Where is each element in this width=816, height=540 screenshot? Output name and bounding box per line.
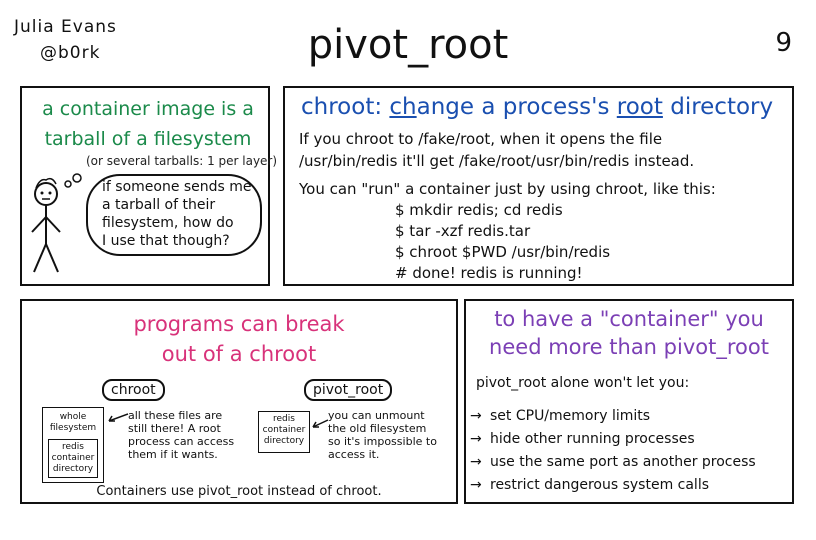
panel3-title: programs can break out of a chroot bbox=[22, 309, 456, 369]
bubble-line: if someone sends me bbox=[102, 179, 252, 195]
bubble-line: filesystem, how do bbox=[102, 215, 234, 231]
arrow-left-icon bbox=[108, 413, 129, 422]
note-line: them if it wants. bbox=[128, 448, 218, 461]
note-line: process can access bbox=[128, 435, 235, 448]
panel1-title-line1: a container image is a bbox=[42, 98, 254, 120]
note-line: access it. bbox=[328, 448, 380, 461]
box-label: directory bbox=[52, 464, 94, 474]
note-line: so it's impossible to bbox=[328, 435, 437, 448]
body-line: If you chroot to /fake/root, when it ope… bbox=[299, 130, 663, 148]
list-item-text: hide other running processes bbox=[490, 431, 695, 447]
body-line: You can "run" a container just by using … bbox=[299, 180, 716, 198]
list-item: → set CPU/memory limits bbox=[470, 405, 756, 428]
panel4-title: to have a "container" you need more than… bbox=[466, 305, 792, 361]
arrow-right-icon: → bbox=[470, 408, 482, 424]
box-label: container bbox=[262, 425, 306, 435]
panel1-title-line2: tarball of a filesystem bbox=[44, 128, 252, 150]
panel3-title-line1: programs can break bbox=[133, 312, 345, 336]
bubble-line: a tarball of their bbox=[102, 197, 216, 213]
panel1-title: a container image is a tarball of a file… bbox=[32, 94, 264, 154]
pivot-root-tag: pivot_root bbox=[304, 379, 393, 401]
panel3-title-line2: out of a chroot bbox=[161, 342, 317, 366]
thought-bubble bbox=[86, 174, 262, 256]
list-item: → hide other running processes bbox=[470, 428, 756, 451]
box-label: container bbox=[51, 453, 95, 463]
panel-break-out: programs can break out of a chroot chroo… bbox=[20, 299, 458, 504]
command-list: $ mkdir redis; cd redis $ tar -xzf redis… bbox=[395, 200, 610, 284]
arrow-left-icon bbox=[312, 419, 329, 428]
command-line: # done! redis is running! bbox=[395, 264, 583, 282]
list-item-text: restrict dangerous system calls bbox=[490, 477, 710, 493]
panel-container-image: a container image is a tarball of a file… bbox=[20, 86, 277, 286]
thought-bubble-text: if someone sends me a tarball of their f… bbox=[102, 178, 258, 250]
panel2-title: chroot: change a process's root director… bbox=[301, 94, 773, 120]
stick-figure-icon bbox=[31, 173, 82, 273]
title-part: ange a process's bbox=[416, 94, 617, 120]
chroot-tag: chroot bbox=[102, 379, 165, 401]
title-part: chroot: bbox=[301, 94, 390, 120]
chroot-note: all these files are still there! A root … bbox=[128, 409, 234, 461]
panel-more-than-pivot-root: to have a "container" you need more than… bbox=[464, 299, 794, 504]
limitations-list: → set CPU/memory limits → hide other runni… bbox=[470, 405, 756, 497]
command-line: $ mkdir redis; cd redis bbox=[395, 201, 563, 219]
arrow-right-icon: → bbox=[470, 454, 482, 470]
panel4-title-line1: to have a "container" you bbox=[494, 307, 764, 331]
title-part: directory bbox=[662, 94, 774, 120]
box-label: redis bbox=[273, 414, 295, 424]
author-handle: @b0rk bbox=[40, 43, 101, 63]
list-item-text: use the same port as another process bbox=[490, 454, 756, 470]
author-name: Julia Evans bbox=[14, 17, 117, 37]
list-item: → use the same port as another process bbox=[470, 451, 756, 474]
page-title: pivot_root bbox=[307, 22, 509, 68]
panel4-intro: pivot_root alone won't let you: bbox=[476, 375, 690, 391]
title-underlined-root: root bbox=[616, 94, 663, 120]
list-item-text: set CPU/memory limits bbox=[490, 408, 651, 424]
box-label: directory bbox=[263, 436, 305, 446]
inner-redis-box: redis container directory bbox=[48, 439, 98, 478]
box-label: whole bbox=[59, 412, 87, 422]
list-item: → restrict dangerous system calls bbox=[470, 474, 756, 497]
panel3-footer: Containers use pivot_root instead of chr… bbox=[96, 484, 382, 499]
body-line: /usr/bin/redis it'll get /fake/root/usr/… bbox=[299, 152, 695, 170]
note-line: you can unmount bbox=[328, 409, 425, 422]
author-credit: Julia Evans @b0rk bbox=[14, 14, 117, 66]
arrow-right-icon: → bbox=[470, 431, 482, 447]
whole-filesystem-box: whole filesystem redis container directo… bbox=[42, 407, 104, 483]
page-number: 9 bbox=[775, 28, 792, 58]
panel1-subtitle: (or several tarballs: 1 per layer) bbox=[86, 154, 278, 168]
note-line: still there! A root bbox=[128, 422, 221, 435]
box-label: redis bbox=[62, 442, 84, 452]
title-underlined-ch: ch bbox=[389, 94, 417, 120]
note-line: the old filesystem bbox=[328, 422, 427, 435]
panel-chroot: chroot: change a process's root director… bbox=[283, 86, 794, 286]
panel4-title-line2: need more than pivot_root bbox=[489, 335, 769, 359]
arrow-right-icon: → bbox=[470, 477, 482, 493]
note-line: all these files are bbox=[128, 409, 223, 422]
redis-container-box: redis container directory bbox=[258, 411, 310, 453]
bubble-line: I use that though? bbox=[102, 233, 230, 249]
command-line: $ tar -xzf redis.tar bbox=[395, 222, 531, 240]
command-line: $ chroot $PWD /usr/bin/redis bbox=[395, 243, 611, 261]
box-label: filesystem bbox=[49, 423, 97, 433]
pivot-root-note: you can unmount the old filesystem so it… bbox=[328, 409, 437, 461]
panel2-body: If you chroot to /fake/root, when it ope… bbox=[299, 128, 716, 200]
